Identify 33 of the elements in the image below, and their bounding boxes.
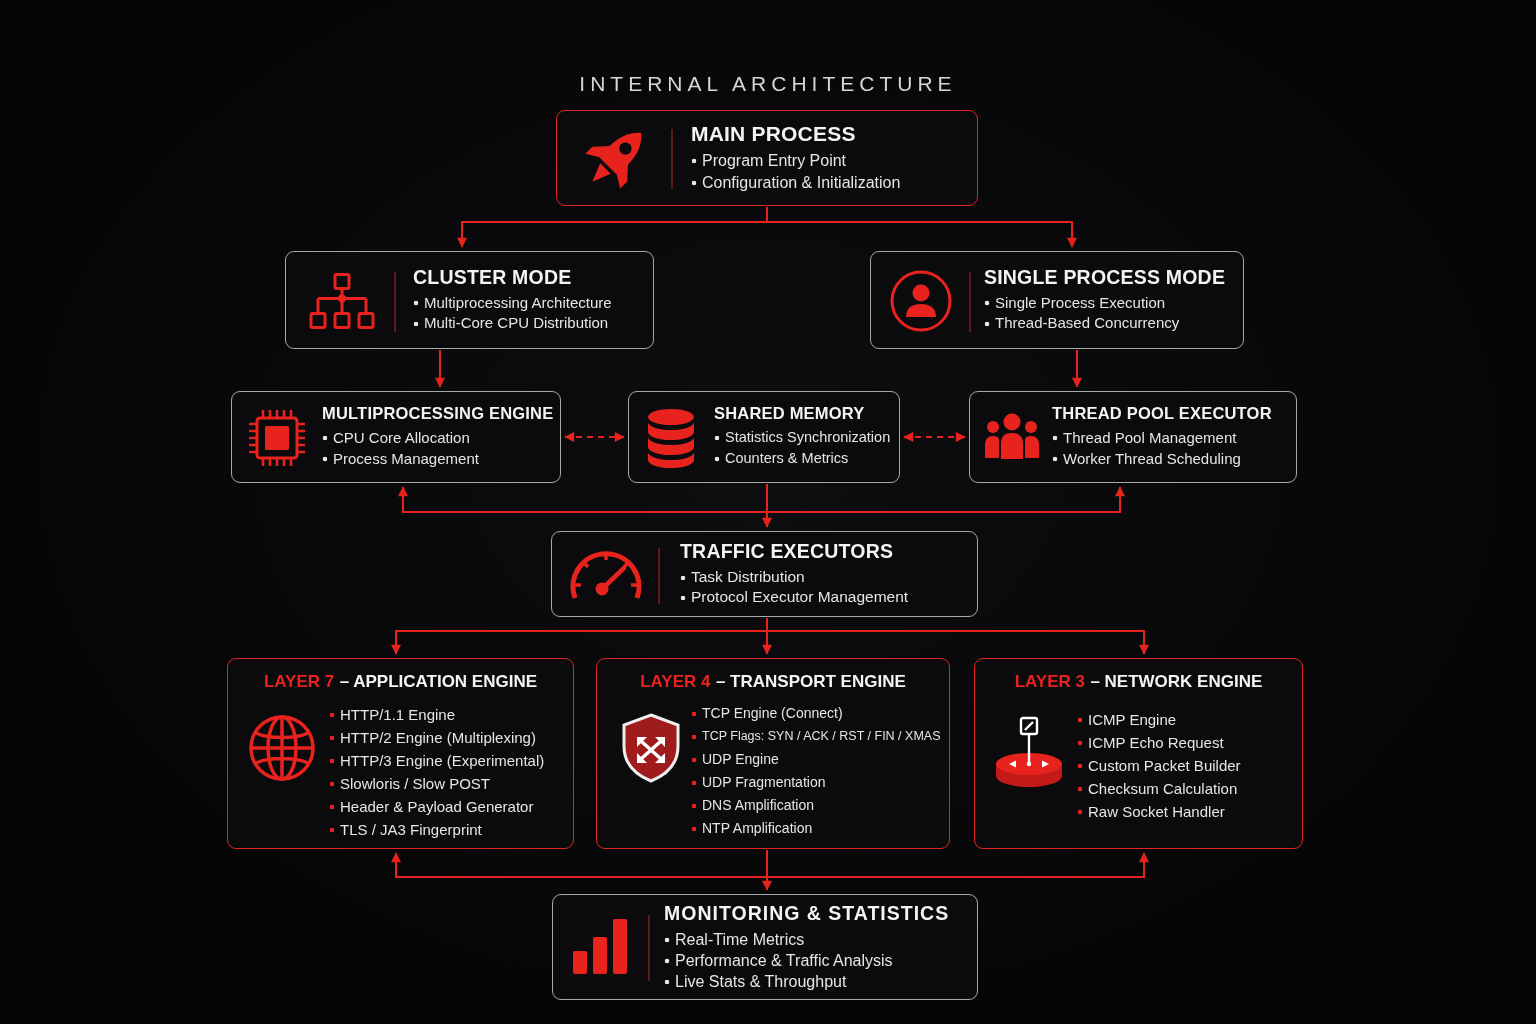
box-heading: SHARED MEMORY [714, 404, 865, 423]
dashed-arrow [903, 432, 966, 442]
box-heading: MONITORING & STATISTICS [664, 901, 950, 925]
box-heading: TRAFFIC EXECUTORS [680, 540, 894, 563]
arrow [766, 849, 1149, 878]
layer-number: LAYER 4 [640, 672, 711, 691]
layer-number: LAYER 7 [263, 672, 335, 691]
box-heading: THREAD POOL EXECUTOR [1052, 404, 1272, 423]
box-heading: MAIN PROCESS [691, 121, 856, 146]
process-box [551, 531, 978, 617]
layer-title: – TRANSPORT ENGINE [715, 672, 906, 691]
dashed-arrow [564, 432, 625, 442]
layer-title: – NETWORK ENGINE [1090, 672, 1263, 691]
process-box [556, 110, 978, 206]
layer-panel [596, 658, 950, 849]
diagram-title: INTERNAL ARCHITECTURE [579, 72, 957, 95]
box-heading: SINGLE PROCESS MODE [984, 265, 1226, 289]
process-box [552, 894, 978, 1000]
layer-panel [227, 658, 574, 849]
layer-panel [974, 658, 1303, 849]
box-heading: CLUSTER MODE [413, 265, 572, 289]
process-box [628, 391, 900, 483]
layer-title: – APPLICATION ENGINE [339, 672, 538, 691]
layer-number: LAYER 3 [1014, 672, 1085, 691]
process-box [870, 251, 1244, 349]
box-heading: MULTIPROCESSING ENGINE [322, 404, 554, 423]
process-box [285, 251, 654, 349]
arrow [1072, 349, 1082, 388]
arrow [766, 483, 1125, 513]
process-box [969, 391, 1297, 483]
arrow [435, 349, 445, 388]
process-box [231, 391, 561, 483]
arrow [766, 206, 1077, 248]
